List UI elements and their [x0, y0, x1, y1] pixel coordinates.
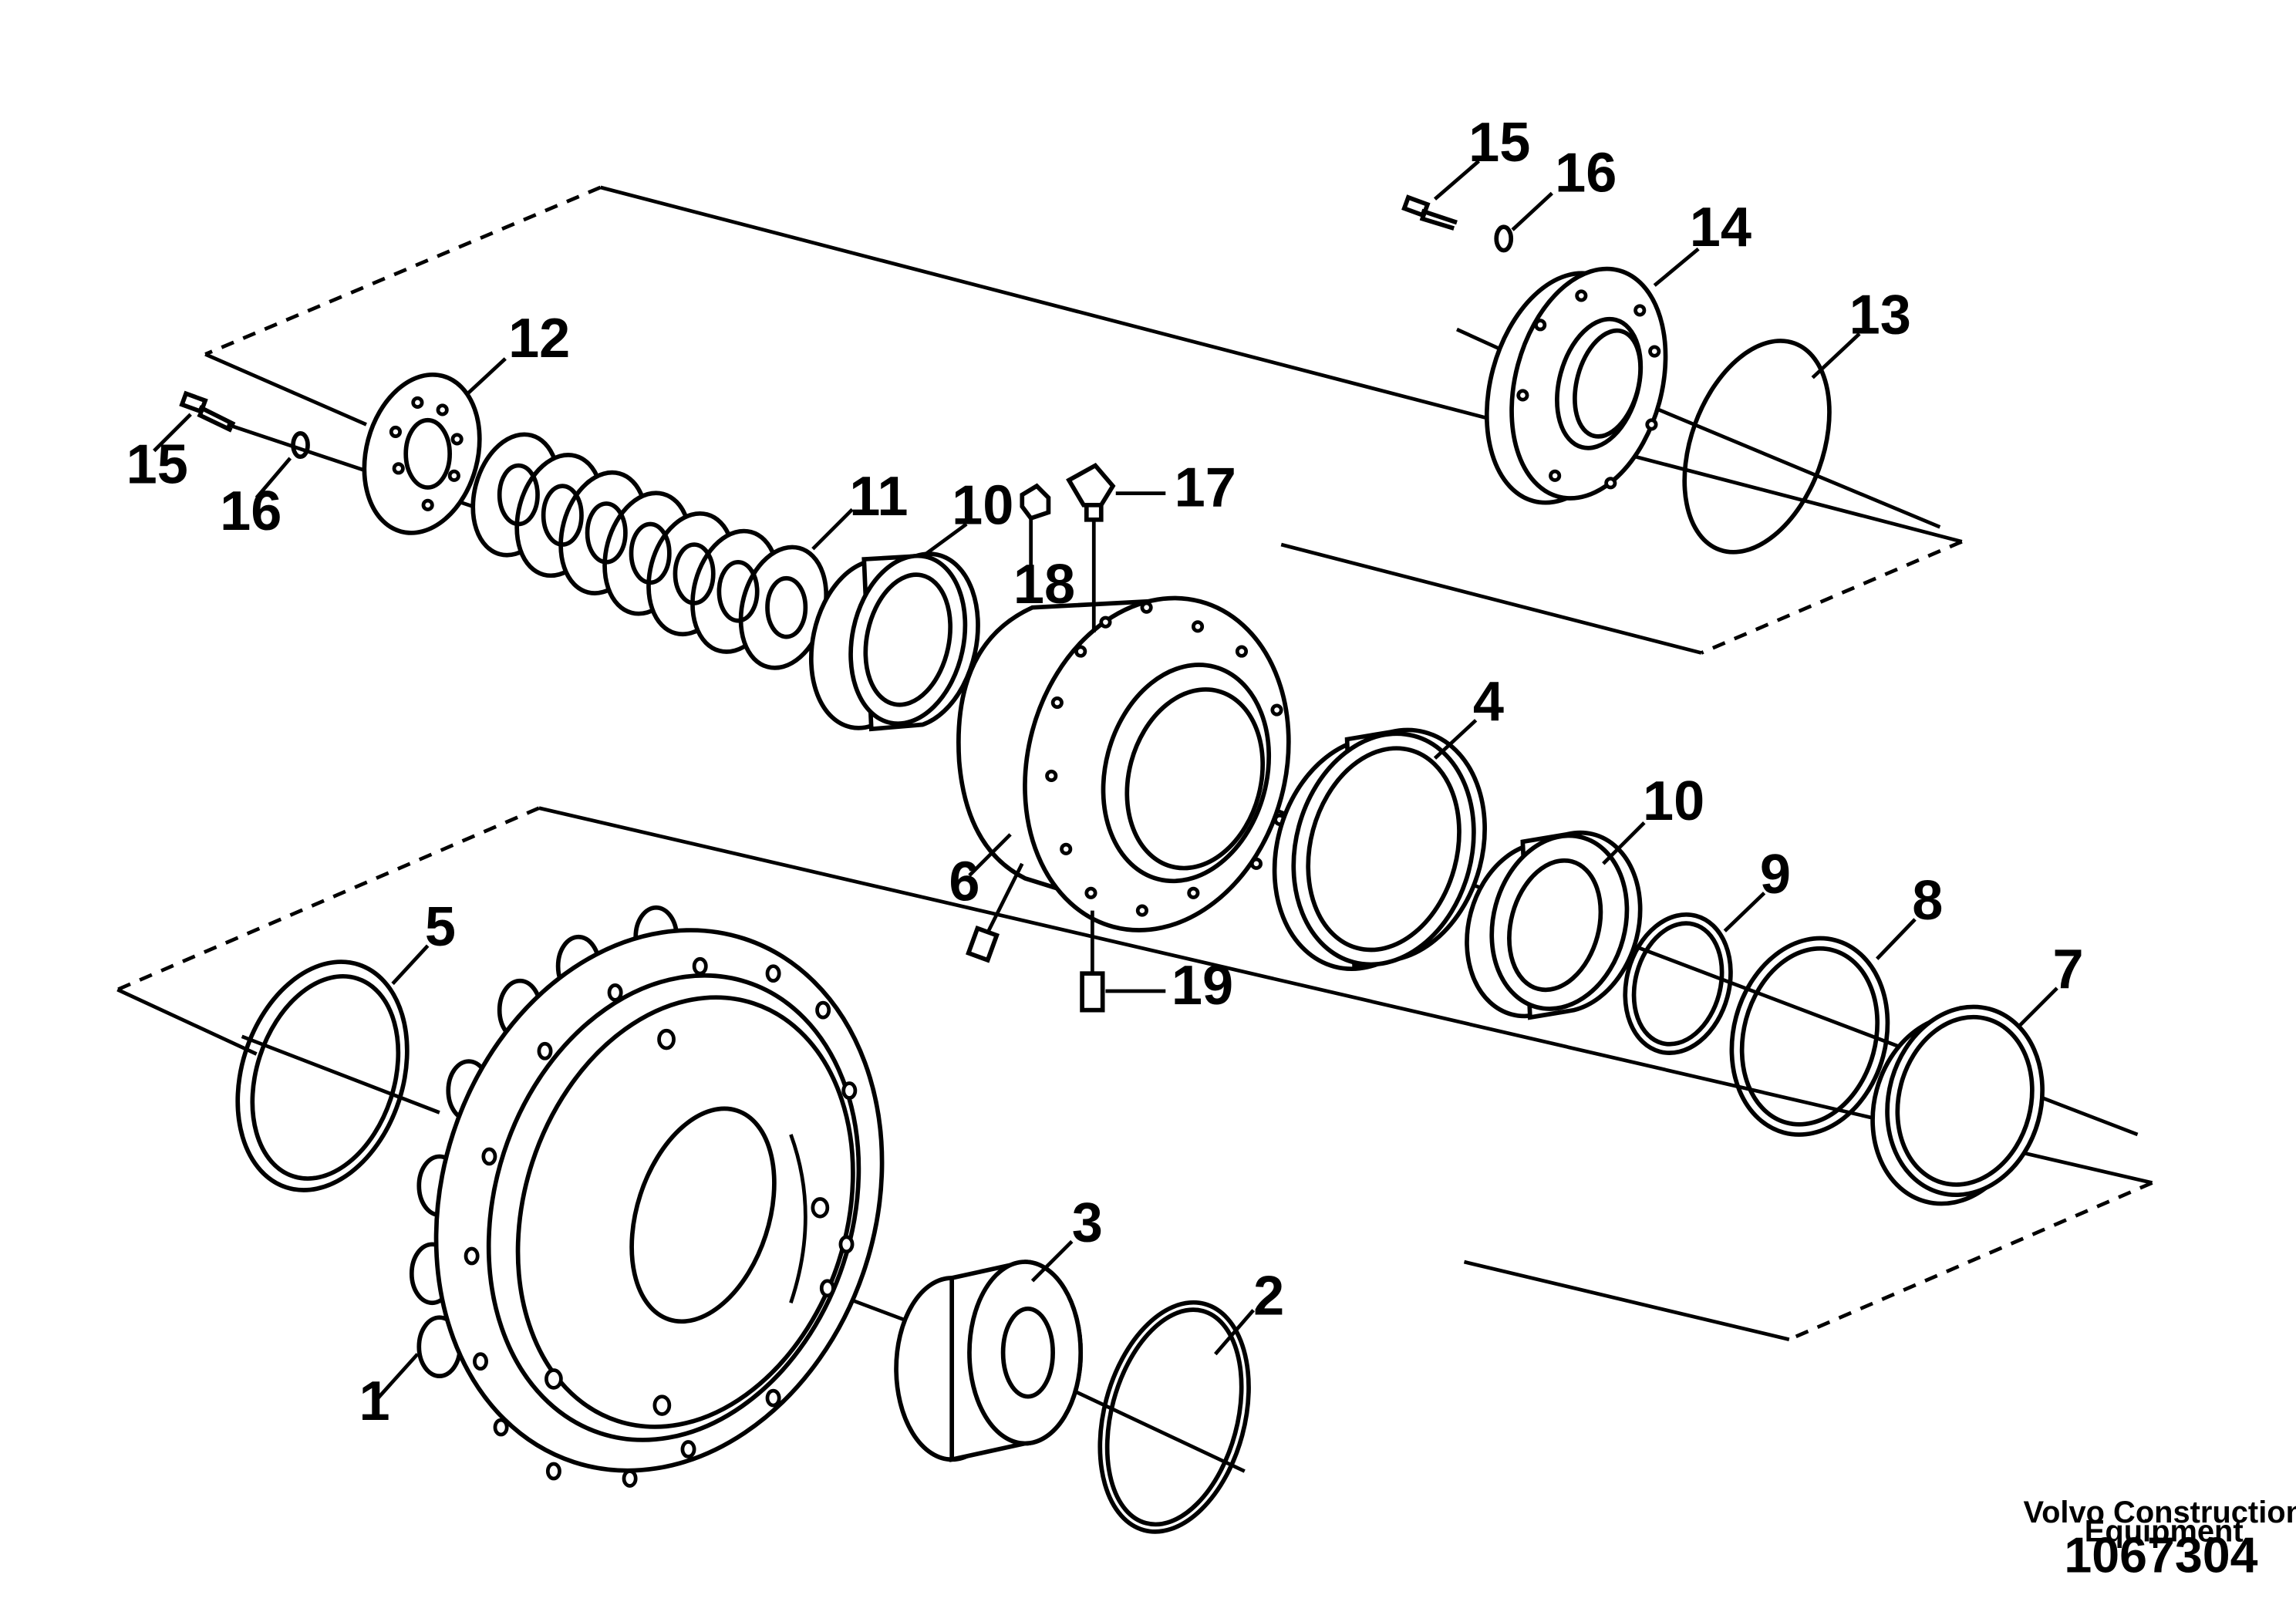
- callout-labels: 1 2 3 4 5 6 7 8 9 10 10 11 12 13 14 15 1…: [126, 112, 2084, 1432]
- bearing-lower: [1465, 830, 1643, 1020]
- plug-fitting: [1020, 483, 1051, 521]
- friction-disc-pack: [470, 432, 829, 670]
- callout-4: 4: [1473, 671, 1504, 733]
- carrier-sensor: [966, 862, 1024, 963]
- callout-19: 19: [1172, 955, 1233, 1017]
- carrier-bolt-holes: [1045, 601, 1286, 917]
- callout-16-left: 16: [220, 481, 282, 542]
- callout-15-left: 15: [126, 433, 188, 495]
- spacer-bushing: [894, 1259, 1084, 1462]
- bearing-upper: [808, 551, 980, 732]
- flange-plate: [362, 372, 482, 535]
- hub-cover: [1484, 266, 1668, 505]
- credit-line-1: Volvo Construction: [2023, 1496, 2296, 1529]
- o-ring: [1682, 339, 1832, 555]
- washer-right: [1494, 224, 1514, 253]
- bolt-left: [179, 390, 236, 433]
- document-credit: Volvo Construction Equipment 1067304: [2023, 1496, 2296, 1583]
- callout-17: 17: [1175, 457, 1236, 519]
- wheel-carrier: [956, 595, 1291, 932]
- callout-10-upper: 10: [952, 474, 1013, 536]
- callout-8: 8: [1912, 870, 1943, 932]
- reference-plane-upper: [204, 185, 1963, 655]
- leader-lines: [153, 159, 2058, 1400]
- callout-6: 6: [949, 851, 979, 912]
- callout-5: 5: [425, 896, 456, 958]
- snap-ring: [1097, 1300, 1251, 1534]
- document-number: 1067304: [2064, 1527, 2257, 1583]
- bolt-right: [1401, 194, 1458, 231]
- callout-16-right: 16: [1555, 143, 1617, 204]
- callout-2: 2: [1253, 1265, 1284, 1327]
- callout-7: 7: [2052, 939, 2083, 1000]
- hub-bolt-holes: [464, 956, 858, 1488]
- callout-1: 1: [359, 1371, 389, 1432]
- seal-ring-medium: [1729, 936, 1890, 1137]
- callout-13: 13: [1849, 285, 1911, 346]
- seal-ring-small: [1623, 912, 1733, 1055]
- seal-ring-left: [235, 959, 410, 1192]
- callout-14: 14: [1690, 197, 1752, 258]
- wear-ring: [1870, 1004, 2045, 1206]
- bleeder-fitting: [1080, 910, 1105, 1013]
- callout-12: 12: [508, 308, 570, 369]
- callout-10-lower: 10: [1643, 771, 1704, 832]
- credit-line-2: Equipment: [2085, 1515, 2244, 1549]
- callout-11: 11: [849, 466, 908, 528]
- callout-3: 3: [1072, 1192, 1103, 1254]
- callout-18: 18: [1013, 554, 1075, 615]
- elbow-fitting: [1066, 462, 1116, 632]
- outer-race: [1272, 727, 1488, 971]
- washer-left: [291, 430, 310, 460]
- hub-housing: [409, 905, 885, 1488]
- callout-15-right: 15: [1468, 112, 1530, 174]
- callout-9: 9: [1760, 844, 1791, 905]
